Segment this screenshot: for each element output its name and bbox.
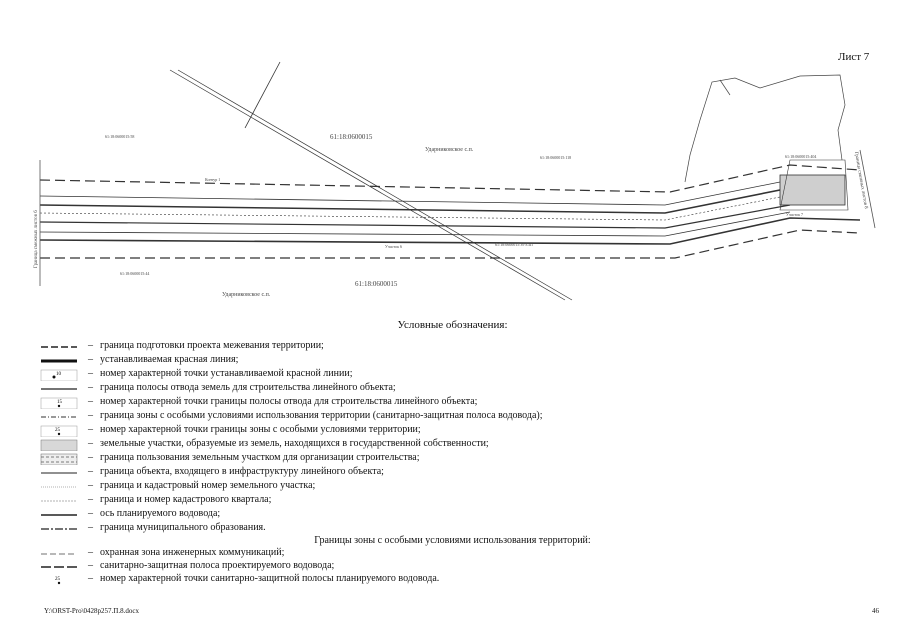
legend-item: – граница полосы отвода земель для строи… — [40, 382, 860, 396]
legend-item: – граница подготовки проекта межевания т… — [40, 340, 860, 354]
legend-symbol — [40, 439, 78, 451]
legend-item: – граница объекта, входящего в инфрастру… — [40, 466, 860, 480]
legend-symbol-label: 15 — [57, 400, 63, 405]
zone-label: Участок 7 — [786, 212, 803, 217]
legend-symbol — [41, 388, 77, 390]
legend-item: – граница зоны с особыми условиями испол… — [40, 410, 860, 424]
legend-symbol — [41, 553, 77, 555]
terrain-outline — [684, 74, 846, 183]
quarter-label-bottom: 61:18:0600015 — [355, 280, 398, 288]
legend-item: – граница пользования земельным участком… — [40, 452, 860, 466]
legend-symbol — [41, 359, 77, 363]
legend-item: – ось планируемого водовода; — [40, 508, 860, 522]
quarter-label-top: 61:18:0600015 — [330, 133, 373, 141]
legend-symbol: 10 — [40, 369, 78, 381]
parcel-label: 61:18:0600015:404 — [785, 154, 816, 159]
legend-item: 10 – номер характерной точки устанавлива… — [40, 368, 860, 382]
corridor-lines — [39, 164, 861, 259]
zones-title: Границы зоны с особыми условиями использ… — [314, 535, 591, 546]
legend-symbol — [41, 472, 77, 474]
parcel-label: 61:18:0600015:44 — [120, 271, 149, 276]
legend-item: – граница и кадастровый номер земельного… — [40, 480, 860, 494]
legend-symbol-label: 25 — [55, 577, 61, 582]
parcel-label: 61:18:0600015:118 — [540, 155, 571, 160]
legend-item: – земельные участки, образуемые из земел… — [40, 438, 860, 452]
zone-legend-item: 25 – номер характерной точки санитарно-з… — [40, 573, 860, 587]
legend-symbol: 25 — [55, 577, 61, 585]
map-frame — [39, 149, 876, 286]
legend-symbol — [41, 500, 77, 502]
legend-item: 15 – номер характерной точки границы пол… — [40, 396, 860, 410]
parcel-label: 61:18:0600015:39 ЕЗП — [495, 242, 533, 247]
legend-symbol: 15 — [40, 397, 78, 409]
legend-item: – граница муниципального образования. — [40, 522, 860, 536]
footer-page-number: 46 — [872, 607, 879, 615]
legend-symbol-label: 10 — [56, 372, 62, 377]
zone-legend-item: – санитарно-защитная полоса проектируемо… — [40, 560, 860, 574]
zone-label: Контур 1 — [205, 177, 220, 182]
settlement-label-top: Ударниковское с.п. — [425, 147, 474, 153]
legend-item: – граница и номер кадастрового квартала; — [40, 494, 860, 508]
sheet-label: Лист 7 — [838, 51, 870, 63]
settlement-label-bottom: Ударниковское с.п. — [222, 292, 271, 298]
legend-item: 25 – номер характерной точки границы зон… — [40, 424, 860, 438]
zone-legend-item: – охранная зона инженерных коммуникаций; — [40, 547, 860, 561]
left-boundary-label: Граница смежных листов 6 — [34, 210, 39, 268]
legend-symbol — [41, 566, 77, 568]
legend-symbol — [41, 346, 77, 348]
legend-title: Условные обозначения: — [397, 319, 508, 331]
zone-label: Участок 6 — [385, 244, 402, 249]
parcel-label: 61:18:0600015:58 — [105, 134, 134, 139]
crossing-line — [169, 61, 573, 301]
legend-symbol — [40, 453, 78, 465]
legend-symbol — [41, 514, 77, 516]
legend-item: – устанавливаемая красная линия; — [40, 354, 860, 368]
legend-symbol: 25 — [40, 425, 78, 437]
legend-symbol — [41, 416, 77, 418]
footer-file-path: Y:\ORST-Pro\0428p257.П.8.docx — [44, 607, 139, 615]
legend-symbol-label: 25 — [55, 428, 61, 433]
legend-symbol — [41, 486, 77, 488]
legend-symbol — [41, 528, 77, 530]
object-block — [779, 159, 849, 211]
